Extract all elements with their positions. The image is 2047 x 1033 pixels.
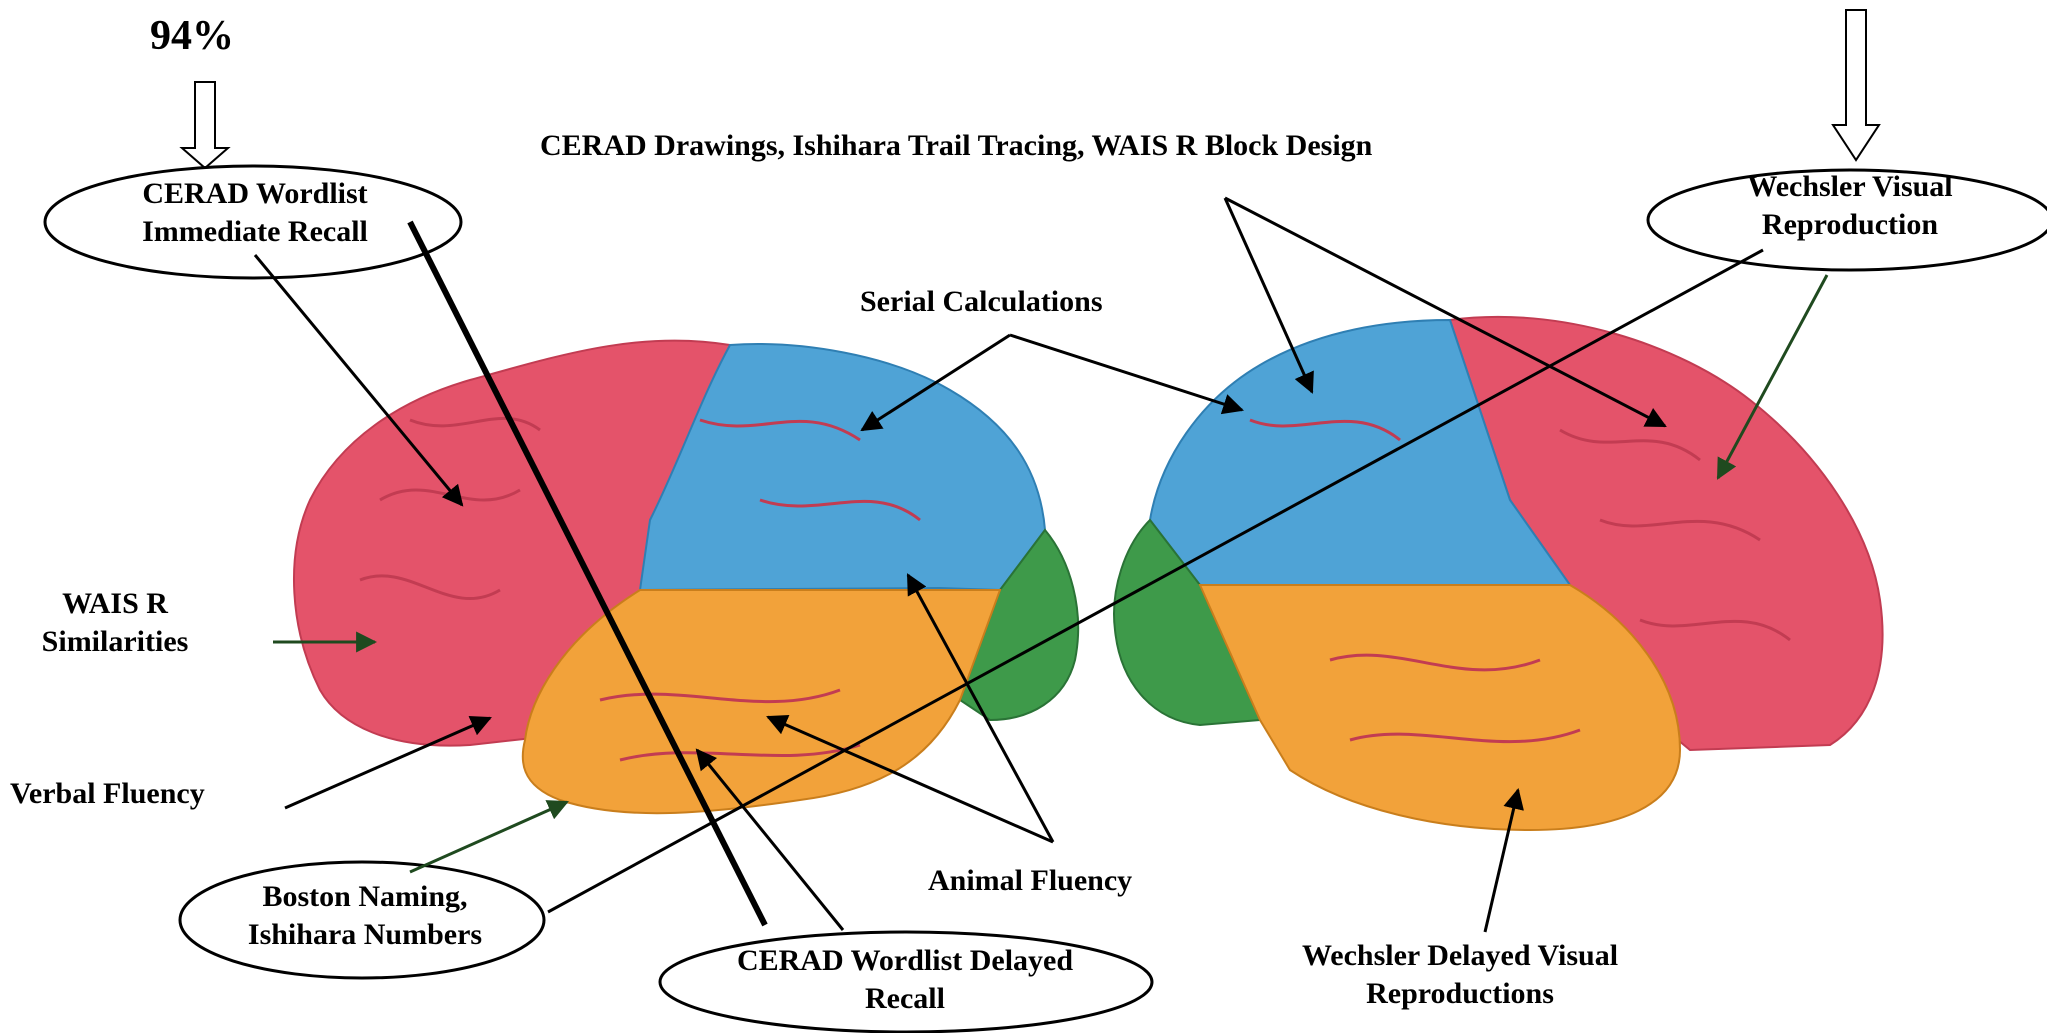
cerad-delayed-label: CERAD Wordlist Delayed Recall [690, 942, 1120, 1017]
wechsler-delayed-line1: Wechsler Delayed Visual [1240, 937, 1680, 975]
cerad-immediate-line1: CERAD Wordlist [100, 175, 410, 213]
serial-calculations-label: Serial Calculations [860, 283, 1103, 321]
arrow-boston [410, 802, 567, 872]
animal-fluency-label: Animal Fluency [928, 862, 1132, 900]
down-arrow-left [182, 82, 228, 168]
percent-label: 94% [150, 10, 234, 63]
wais-similarities-line1: WAIS R [10, 585, 220, 623]
boston-line1: Boston Naming, [200, 878, 530, 916]
wechsler-delayed-line2: Reproductions [1240, 975, 1680, 1013]
cerad-immediate-line2: Immediate Recall [100, 213, 410, 251]
verbal-fluency-label: Verbal Fluency [10, 775, 205, 813]
cerad-drawings-label: CERAD Drawings, Ishihara Trail Tracing, … [540, 127, 1372, 165]
arrow-serial-calc-right [1010, 335, 1242, 410]
boston-label: Boston Naming, Ishihara Numbers [200, 878, 530, 953]
wechsler-delayed-label: Wechsler Delayed Visual Reproductions [1240, 937, 1680, 1012]
cerad-delayed-line2: Recall [690, 980, 1120, 1018]
cerad-immediate-label: CERAD Wordlist Immediate Recall [100, 175, 410, 250]
left-hemisphere [294, 340, 1078, 813]
wechsler-visual-line2: Reproduction [1660, 206, 2040, 244]
right-temporal-lobe [1200, 585, 1680, 830]
wechsler-visual-line1: Wechsler Visual [1660, 168, 2040, 206]
down-arrow-right [1833, 10, 1879, 160]
wais-similarities-label: WAIS R Similarities [10, 585, 220, 660]
boston-line2: Ishihara Numbers [200, 916, 530, 954]
wechsler-visual-label: Wechsler Visual Reproduction [1660, 168, 2040, 243]
wais-similarities-line2: Similarities [10, 623, 220, 661]
cerad-delayed-line1: CERAD Wordlist Delayed [690, 942, 1120, 980]
